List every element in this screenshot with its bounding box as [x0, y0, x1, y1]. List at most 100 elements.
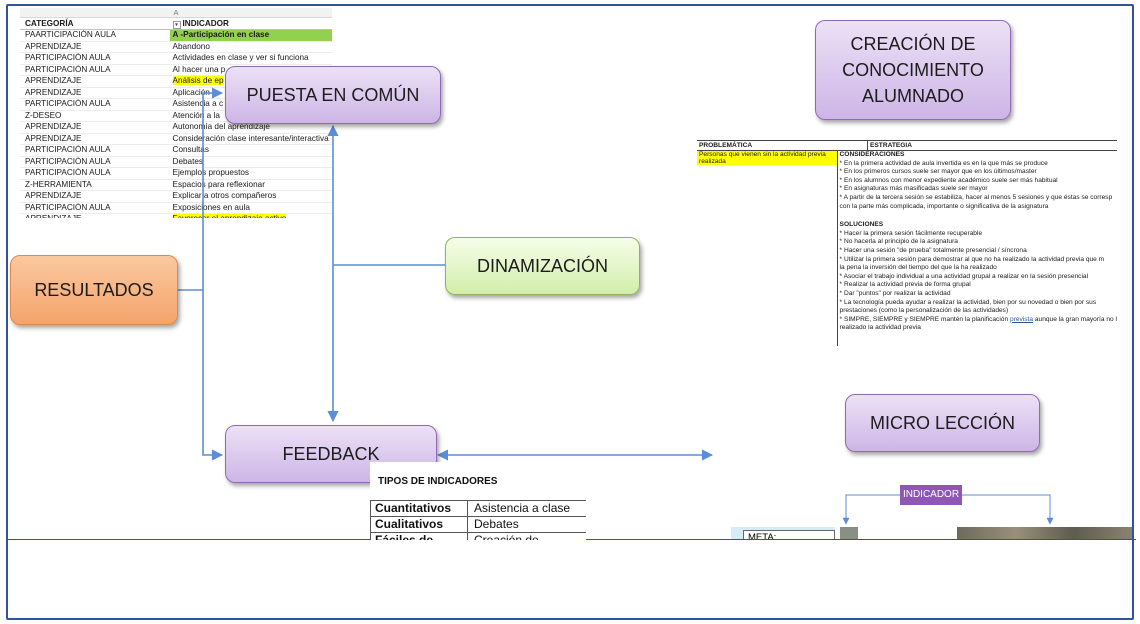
micro-leccion-box: MICRO LECCIÓN: [845, 394, 1040, 452]
indicator-type-row: Fáciles de medirCreación de recursos: [370, 532, 586, 540]
problem-strategy-table: PROBLEMÁTICA ESTRATEGIA Personas que vie…: [697, 140, 1117, 346]
slide-frame: [6, 4, 1134, 620]
sheet-row: APRENDIZAJE Abandono: [20, 41, 332, 53]
sheet-indicator-cell: Espacios para reflexionar: [170, 180, 332, 191]
solucion-line: * Dar "puntos" por realizar la actividad: [839, 289, 951, 297]
sheet-category-cell: APRENDIZAJE: [25, 41, 82, 51]
dinamizacion-box: DINAMIZACIÓN: [445, 237, 640, 295]
problem-table-body: Personas que vienen sin la actividad pre…: [697, 151, 1117, 346]
sheet-indicator-text: Abandono: [172, 41, 210, 51]
indicator-types-table: TIPOS DE INDICADORES Cuantitativos Asiste…: [370, 462, 586, 540]
sheet-indicator-cell: Asistencia a c: [170, 99, 332, 110]
sheet-indicator-cell: Al hacer una p: [170, 65, 332, 76]
soluciones-title: SOLUCIONES: [839, 221, 884, 229]
solucion-line: prestaciones (como la personalización de…: [839, 307, 1009, 315]
last-line-pre: * SIMPRE, SIEMPRE y SIEMPRE mantén la pl…: [839, 315, 1010, 323]
sheet-indicator-text: Consideración clase interesante/interact…: [172, 133, 329, 143]
consideracion-line: * En los alumnos con menor expediente ac…: [839, 176, 1058, 184]
sheet-category-cell: PARTICIPACIÓN AULA: [25, 202, 111, 212]
sheet-indicator-text: Explicar a otros compañeros: [172, 191, 277, 200]
sheet-row: Z-HERRAMIENTA Espacios para reflexionar: [20, 179, 332, 191]
sheet-indicator-text: Aplicación a: [172, 87, 217, 97]
consideraciones-list: * En la primera actividad de aula invert…: [840, 160, 1117, 212]
sheet-indicator-cell: Explicar a otros compañeros: [170, 191, 332, 202]
sheet-category-cell: PARTICIPACIÓN AULA: [25, 99, 111, 108]
sheet-indicator-cell: Aplicación a: [170, 88, 332, 99]
sheet-row: APRENDIZAJE Explicar a otros compañeros: [20, 191, 332, 203]
sheet-category-cell: APRENDIZAJE: [25, 133, 82, 143]
sheet-row: PARTICIPACIÓN AULA Ejemplos propuestos: [20, 168, 332, 180]
meta-indicador-label: META: INDICADOR: [743, 530, 835, 539]
sheet-indicator-cell: Exposiciones en aula: [170, 203, 332, 214]
sheet-row: APRENDIZAJE Consideración clase interesan…: [20, 133, 332, 145]
solucion-line: * La tecnología pueda ayudar a realizar …: [839, 298, 1097, 306]
arrow-resultados-feedback: [178, 289, 224, 461]
sheet-indicator-cell: Consideración clase interesante/interact…: [170, 134, 332, 145]
photo-thumbnail-small: [840, 527, 858, 539]
column-letter: A: [20, 8, 332, 18]
strategy-cell: CONSIDERACIONES * En la primera activida…: [838, 151, 1117, 346]
soluciones-list: * Hacer la primera sesión fácilmente rec…: [840, 230, 1117, 316]
consideracion-line: * En los primeros cursos suele ser mayor…: [839, 168, 1037, 176]
sheet-indicator-text: Debates: [172, 156, 204, 166]
sheet-indicator-cell: Actividades en clase y ver si funciona: [170, 53, 332, 64]
sheet-indicator-text: Espacios para reflexionar: [172, 179, 265, 189]
line-indicador-meta: [842, 494, 901, 525]
solucion-line: * Realizar la actividad previa de forma …: [839, 281, 971, 289]
resultados-box: RESULTADOS: [10, 255, 178, 325]
header-indicador[interactable]: ▾INDICADOR: [170, 18, 332, 29]
sheet-row: PARTICIPACIÓN AULA Exposiciones en aula: [20, 202, 332, 214]
header-estrategia: ESTRATEGIA: [870, 142, 913, 149]
sheet-category-cell: APRENDIZAJE: [25, 122, 82, 131]
solucion-line: * Asociar el trabajo individual a una ac…: [839, 272, 1089, 280]
sheet-category-cell: PARTICIPACIÓN AULA: [25, 168, 111, 177]
sheet-indicator-cell: A -Participación en clase: [169, 30, 332, 41]
indicator-example-cell: Asistencia a clase: [474, 501, 571, 515]
sheet-row: PARTICIPACIÓN AULA Asistencia a c: [20, 99, 332, 111]
sheet-indicator-cell: Favorecer el aprendizaje activo: [170, 214, 332, 218]
line-indicador-photo: [962, 494, 1054, 525]
sheet-indicator-text: Análisis de ep: [172, 76, 224, 85]
indicator-type-cell: Fáciles de medir: [370, 533, 468, 540]
solucion-line: * Utilizar la primera sesión para demost…: [839, 255, 1105, 263]
sheet-indicator-cell: Abandono: [170, 42, 332, 53]
sheet-indicator-text: Favorecer el aprendizaje activo: [172, 214, 287, 218]
indicator-types-title: TIPOS DE INDICADORES: [378, 476, 498, 487]
sheet-indicator-text: Ejemplos propuestos: [172, 168, 249, 177]
prevista-link: prevista: [1009, 315, 1034, 323]
consideracion-line: * En asignaturas más masificadas suele s…: [839, 185, 988, 193]
header-categoria: CATEGORÍA: [25, 19, 74, 28]
sheet-indicator-text: Asistencia a c: [172, 99, 224, 108]
arrow-resultados-puesta: [202, 87, 224, 290]
solucion-line: * No hacerla al principio de la asignatu…: [839, 238, 958, 246]
meta-indicador-panel: META: INDICADOR: [731, 527, 835, 539]
sheet-indicator-cell: Atención a la: [170, 111, 332, 122]
solution-line-last-2: realizado la actividad previa: [839, 324, 921, 332]
sheet-indicator-text: Al hacer una p: [172, 64, 226, 74]
sheet-indicator-text: Consultas: [172, 145, 209, 154]
filter-dropdown-icon[interactable]: ▾: [172, 21, 181, 29]
sheet-category-cell: APRENDIZAJE: [20, 214, 170, 218]
sheet-header-row: CATEGORÍA ▾INDICADOR: [20, 18, 332, 30]
last-line-post: aunque la gran mayoría no l: [1033, 315, 1117, 323]
sheet-category-cell: Z-DESEO: [25, 110, 62, 120]
problem-text: Personas que vienen sin la actividad pre…: [697, 151, 837, 165]
sheet-row: Z-DESEO Atención a la: [20, 110, 332, 122]
sheet-indicator-text: Atención a la: [172, 110, 220, 120]
indicator-example-cell: Debates: [474, 517, 519, 531]
consideracion-line: * En la primera actividad de aula invert…: [839, 159, 1048, 167]
indicator-spreadsheet: A CATEGORÍA ▾INDICADOR PAARTICIPACIÓN AU…: [20, 8, 332, 218]
problem-table-header: PROBLEMÁTICA ESTRATEGIA: [697, 140, 1117, 151]
indicator-type-cell: Cuantitativos: [370, 501, 468, 516]
header-indicador-label: INDICADOR: [182, 19, 229, 28]
sheet-category-cell: APRENDIZAJE: [25, 191, 82, 200]
sheet-category-cell: Z-HERRAMIENTA: [25, 179, 92, 189]
